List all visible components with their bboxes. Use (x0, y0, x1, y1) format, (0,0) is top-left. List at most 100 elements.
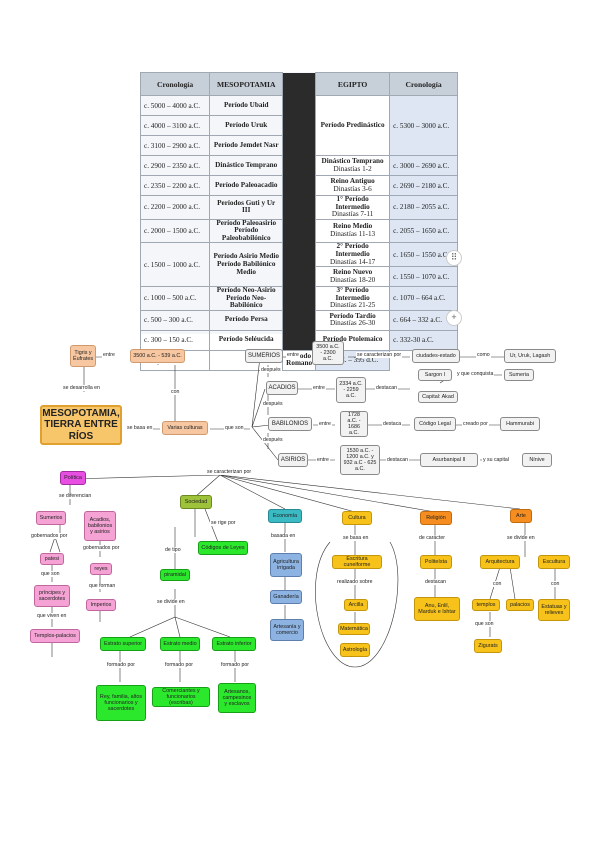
label-se-desarrolla: se desarrolla en (62, 385, 101, 391)
meso-date: c. 4000 – 3100 a.C. (139, 115, 211, 136)
reyes-node: reyes (90, 563, 112, 575)
egypt-name: 2° Período Intermedio (335, 242, 370, 258)
label-realizado-sobre: realizado sobre (336, 579, 374, 585)
label-despues: después (260, 367, 282, 373)
escultura-node: Escultura (538, 555, 570, 569)
label-que-son: que son (474, 621, 495, 627)
babilonios-node: BABILONIOS (268, 417, 312, 431)
egypt-sub: Dinastías 21-25 (329, 301, 376, 310)
table-header-row: Cronología MESOPOTAMIA EGIPTO Cronología (139, 72, 458, 351)
era-node: 3500 a.C. - 539 a.C. (130, 349, 185, 363)
label-destacan: destacan (424, 579, 448, 585)
meso-date: c. 2900 – 2350 a.C. (139, 155, 211, 176)
meso-period-line: Período Neo-Asirio (216, 286, 276, 295)
estrato-medio-desc: Comerciantes y funcionarios (escribas) (152, 687, 210, 707)
header-egipto: EGIPTO (315, 72, 391, 96)
egypt-name: Reino Antiguo (330, 176, 375, 185)
label-despues: después (262, 437, 284, 443)
egypt-date: c. 5300 – 3000 a.C. (389, 95, 458, 156)
estrato-medio-node: Estrato medio (160, 637, 200, 651)
acadios-politica-node: Acadios, babilonios y asirios (84, 511, 116, 541)
table-divider (282, 72, 316, 351)
label-que-forman: que forman (88, 583, 117, 589)
egypt-name: Dinástico Temprano (321, 156, 384, 165)
politeista-node: Politeísta (420, 555, 452, 569)
egypt-name: Período Tardío (329, 311, 376, 320)
meso-date: c. 5000 – 4000 a.C. (139, 95, 211, 116)
meso-period: Período Paleoacadio (209, 175, 284, 196)
piramidal-node: piramidal (160, 569, 190, 581)
egypt-name: Reino Nuevo (332, 268, 373, 276)
egypt-date: c. 2690 – 2180 a.C. (389, 175, 458, 196)
ciudades-ejemplos-node: Ur, Uruk, Lagash (504, 349, 556, 363)
label-se-diferencian: se diferencian (58, 493, 93, 499)
label-entre: entre (286, 352, 300, 358)
tigris-node: Tigris y Éufrates (70, 345, 96, 367)
capital-akad-node: Capital: Akad (418, 391, 458, 403)
label-formado-por: formado por (220, 662, 250, 668)
palacios-node: palacios (506, 599, 534, 611)
label-destacan: destacan (386, 457, 410, 463)
egypt-date: c. 2055 – 1650 a.C. (389, 218, 458, 244)
label-con: con (170, 389, 181, 395)
estrato-superior-desc: Rey, familia, altos funcionarios y sacer… (96, 685, 146, 721)
estrato-superior-node: Estrato superior (100, 637, 146, 651)
table-row: c. 2350 – 2200 a.C. Período Paleoacadio … (139, 175, 458, 196)
label-entre: entre (312, 385, 326, 391)
hammurabi-node: Hammurabi (500, 417, 540, 431)
label-gobernados-por: gobernados por (30, 533, 69, 539)
egypt-date: c. 332-30 a.C. (389, 329, 458, 351)
label-formado-por: formado por (164, 662, 194, 668)
estrato-inferior-desc: Artesanos, campesinos y esclavos (218, 683, 256, 713)
meso-period: Período Uruk (209, 115, 284, 136)
egypt-name: Período Ptolemaico (322, 335, 383, 344)
sumerios-node: SUMERIOS (245, 349, 283, 363)
acadios-node: ACADIOS (266, 381, 298, 395)
label-gobernados-por: gobernados por (82, 545, 121, 551)
egypt-period: Período Predinástico (315, 95, 391, 156)
arte-node: Arte (510, 509, 532, 523)
sumerios-politica-node: Sumerios (36, 511, 66, 525)
label-con: con (492, 581, 503, 587)
chronology-table: Cronología MESOPOTAMIA EGIPTO Cronología… (139, 72, 458, 371)
dioses-node: Anu, Enlil, Marduk e Ishtar (414, 597, 460, 621)
label-con: con (550, 581, 561, 587)
label-entre: entre (316, 457, 330, 463)
codigos-leyes-node: Códigos de Leyes (198, 541, 248, 555)
meso-period: Períodos Guti y Ur III (209, 195, 284, 220)
label-formado-por: formado por (106, 662, 136, 668)
egypt-date: c. 1070 – 664 a.C. (389, 286, 458, 311)
varias-culturas-node: Varias culturas (162, 421, 208, 435)
escritura-node: Escritura cuneiforme (332, 555, 382, 569)
meso-date: c. 2350 – 2200 a.C. (139, 175, 211, 196)
label-basada-en: basada en (270, 533, 297, 539)
arcilla-node: Arcilla (344, 599, 368, 611)
dots-icon[interactable]: ⠿ (446, 250, 462, 266)
templos-node: templos (472, 599, 500, 611)
asurbanipal-node: Asurbanipal II (420, 453, 478, 467)
label-se-rige: se rige por (210, 520, 237, 526)
concept-map: Tigris y Éufrates entre 3500 a.C. - 539 … (30, 337, 570, 727)
label-entre: entre (318, 421, 332, 427)
sumerios-dates-node: 3500 a.C. - 2300 a.C. (312, 341, 344, 365)
egypt-sub: Dinastías 7-11 (331, 210, 374, 219)
ciudades-node: ciudades-estado (412, 349, 460, 363)
babilonios-dates-node: 1728 a.C. - 1686 a.C. (340, 411, 368, 437)
plus-icon[interactable]: + (446, 310, 462, 326)
meso-period: Período Persa (209, 309, 284, 331)
meso-date: c. 2200 – 2000 a.C. (139, 195, 211, 220)
patesi-node: patesi (40, 553, 64, 565)
astrologia-node: Astrología (340, 643, 370, 657)
egypt-sub: Dinastías 26-30 (329, 319, 376, 328)
label-su-capital: y su capital (482, 457, 510, 463)
meso-date: c. 500 – 300 a.C. (139, 309, 211, 331)
matematica-node: Matemática (338, 623, 370, 635)
agricultura-node: Agricultura irrigada (270, 553, 302, 577)
label-destaca: destaca (382, 421, 403, 427)
header-cronologia-1: Cronología (139, 72, 211, 96)
label-que-viven: que viven en (36, 613, 68, 619)
